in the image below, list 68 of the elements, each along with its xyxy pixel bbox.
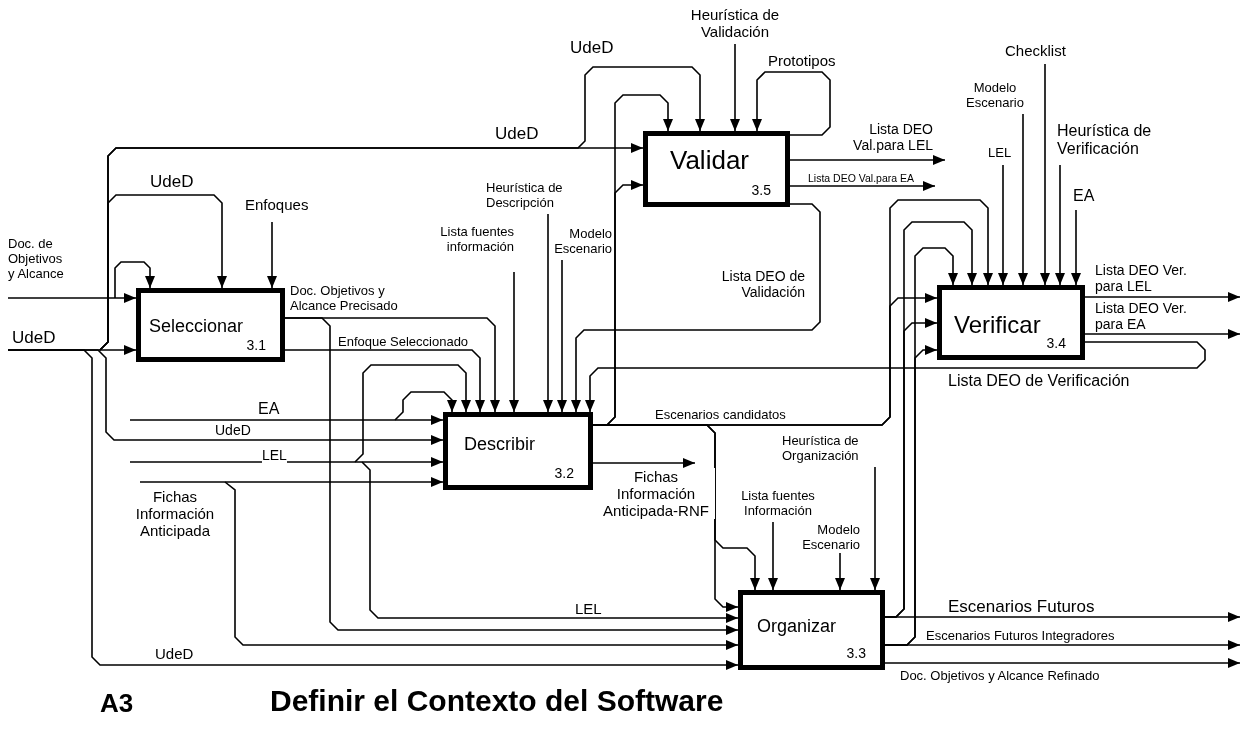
activity-box (643, 131, 790, 207)
arrow (139, 477, 444, 487)
arrow (789, 181, 936, 191)
arrow (835, 552, 845, 591)
arrow (1071, 209, 1081, 286)
arrow (284, 317, 739, 635)
arrow (354, 364, 471, 463)
arrow (884, 221, 977, 618)
arrow-label: Doc. Objetivos y Alcance Refinado (900, 668, 1100, 683)
activity-name: Verificar (954, 312, 1041, 339)
arrow (592, 458, 696, 468)
arrow (394, 391, 457, 421)
arrow (224, 481, 739, 650)
arrow-label: Escenarios candidatos (655, 407, 786, 422)
arrow (752, 71, 831, 136)
arrow (870, 466, 880, 591)
arrow (730, 43, 740, 132)
activity-number: 3.5 (751, 182, 771, 198)
activity-box (443, 412, 593, 490)
arrow (768, 521, 778, 591)
arrow (571, 203, 821, 413)
arrow (1055, 164, 1065, 286)
activity-box (136, 288, 285, 362)
arrow (99, 66, 705, 351)
arrow (557, 259, 567, 413)
activity-name: Describir (464, 435, 535, 455)
arrow (129, 457, 444, 467)
activity-name: Validar (670, 146, 749, 175)
activity-number: 3.3 (846, 645, 866, 661)
activity-box (937, 285, 1085, 360)
arrow (7, 293, 137, 303)
arrow (1084, 329, 1241, 339)
arrow (361, 461, 739, 623)
arrow (543, 213, 553, 413)
arrow (998, 164, 1008, 286)
arrow-label: Lista DEO Val.para EA (808, 172, 915, 184)
arrow (1040, 63, 1050, 286)
arrow-label: Escenarios Futuros Integradores (926, 628, 1115, 643)
arrow (7, 349, 739, 670)
arrow (129, 415, 444, 425)
arrow (789, 155, 946, 165)
arrow-label: Enfoque Seleccionado (338, 334, 469, 349)
arrow-label: UdeD (215, 422, 251, 438)
diagram-title: Definir el Contexto del Software (270, 684, 724, 718)
arrow-label: LEL (262, 447, 287, 463)
activity-name: Seleccionar (149, 317, 244, 337)
arrow (884, 658, 1241, 668)
arrow-label: Lista fuentes información (438, 224, 514, 254)
arrow-label: Enfoques (245, 196, 309, 213)
arrow (884, 247, 958, 646)
activity-number: 3.2 (554, 465, 574, 481)
arrow (284, 349, 485, 413)
activity-number: 3.4 (1046, 335, 1066, 351)
activity-box (738, 590, 885, 670)
diagram-number: A3 (100, 688, 134, 719)
arrow-label: Prototipos (768, 52, 836, 69)
activity-number: 3.1 (246, 337, 266, 353)
arrow (267, 221, 277, 289)
activity-name: Organizar (757, 617, 837, 637)
arrow-label: Checklist (1005, 42, 1066, 59)
arrow-label: UdeD (155, 645, 194, 662)
arrow (592, 424, 760, 591)
arrow (1018, 113, 1028, 286)
arrow (114, 261, 155, 299)
arrow-label: LEL (988, 145, 1012, 160)
arrow (1084, 292, 1241, 302)
arrow (585, 341, 1206, 413)
arrow (509, 271, 519, 413)
